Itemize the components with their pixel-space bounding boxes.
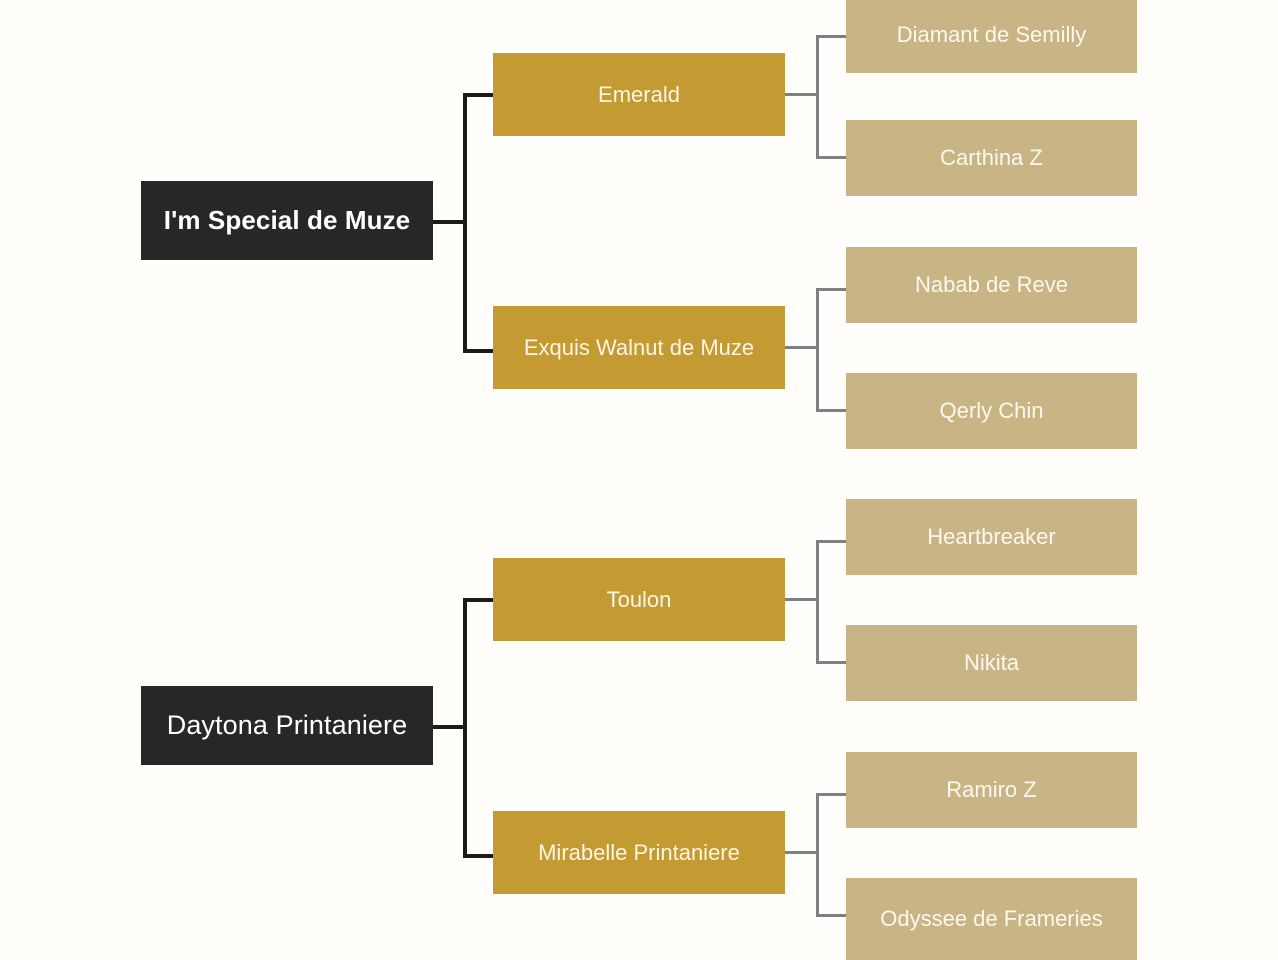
connector-parent-branch-bottom-2-1: [816, 661, 848, 664]
grandparent-node-2-1-2[interactable]: Nikita: [846, 625, 1137, 701]
grandparent-node-1-2-1[interactable]: Nabab de Reve: [846, 247, 1137, 323]
connector-root-branch-top-2: [463, 598, 495, 602]
connector-parent-branch-top-2-2: [816, 793, 848, 796]
connector-parent-branch-bottom-2-2: [816, 914, 848, 917]
connector-root-stub-1: [433, 220, 466, 224]
root-node-1[interactable]: I'm Special de Muze: [141, 181, 433, 260]
grandparent-node-2-2-1[interactable]: Ramiro Z: [846, 752, 1137, 828]
connector-parent-spine-1-1: [816, 35, 819, 159]
grandparent-node-2-2-2[interactable]: Odyssee de Frameries: [846, 878, 1137, 960]
connector-root-stub-2: [433, 725, 466, 729]
grandparent-node-1-2-2[interactable]: Qerly Chin: [846, 373, 1137, 449]
connector-root-branch-bottom-1: [463, 349, 495, 353]
parent-node-2-2[interactable]: Mirabelle Printaniere: [493, 811, 785, 894]
connector-root-spine-1: [463, 93, 467, 353]
parent-node-1-2[interactable]: Exquis Walnut de Muze: [493, 306, 785, 389]
connector-parent-branch-top-2-1: [816, 540, 848, 543]
root-node-2[interactable]: Daytona Printaniere: [141, 686, 433, 765]
grandparent-node-2-1-1[interactable]: Heartbreaker: [846, 499, 1137, 575]
grandparent-node-1-1-1[interactable]: Diamant de Semilly: [846, 0, 1137, 73]
grandparent-node-1-1-2[interactable]: Carthina Z: [846, 120, 1137, 196]
connector-parent-spine-2-2: [816, 793, 819, 917]
connector-parent-stub-2-1: [785, 598, 818, 601]
connector-parent-branch-top-1-1: [816, 35, 848, 38]
connector-parent-spine-2-1: [816, 540, 819, 664]
parent-node-2-1[interactable]: Toulon: [493, 558, 785, 641]
connector-root-spine-2: [463, 598, 467, 858]
connector-parent-branch-top-1-2: [816, 288, 848, 291]
connector-parent-spine-1-2: [816, 288, 819, 412]
connector-parent-stub-2-2: [785, 851, 818, 854]
connector-parent-stub-1-1: [785, 93, 818, 96]
connector-root-branch-bottom-2: [463, 854, 495, 858]
connector-parent-stub-1-2: [785, 346, 818, 349]
connector-root-branch-top-1: [463, 93, 495, 97]
parent-node-1-1[interactable]: Emerald: [493, 53, 785, 136]
connector-parent-branch-bottom-1-1: [816, 156, 848, 159]
connector-parent-branch-bottom-1-2: [816, 409, 848, 412]
